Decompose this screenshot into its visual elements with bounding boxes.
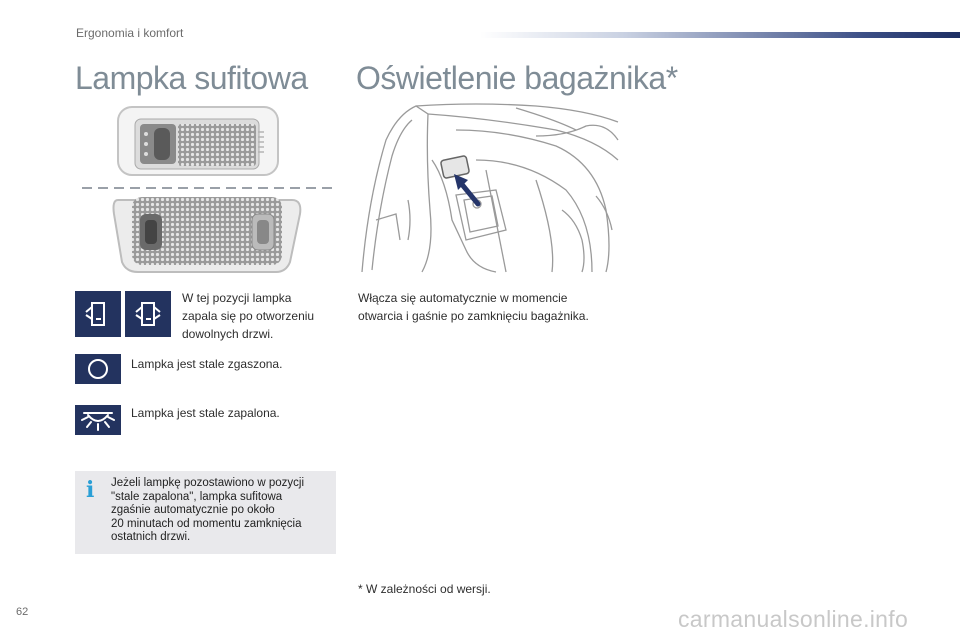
watermark: carmanualsonline.info [678, 606, 909, 632]
section-header: Ergonomia i komfort [76, 26, 184, 40]
mode-door-text: W tej pozycji lampka zapala się po otwor… [182, 291, 315, 341]
header-bar [480, 32, 960, 38]
boot-light-text: Włącza się automatycznie w momencie otwa… [358, 291, 589, 323]
door-open-left-icon [75, 291, 121, 337]
page-number: 62 [16, 606, 29, 618]
boot-light-illustration [361, 103, 619, 273]
lamp-off-icon [75, 354, 121, 384]
mode-off-text: Lampka jest stale zgaszona. [131, 357, 283, 371]
info-text: Jeżeli lampkę pozostawiono w pozycji "st… [111, 477, 305, 543]
info-box [75, 471, 336, 554]
title-ceiling-lamp: Lampka sufitowa [75, 60, 308, 96]
footnote: * W zależności od wersji. [358, 582, 491, 596]
door-open-right-icon [125, 291, 171, 337]
ceiling-lamp-illustration [82, 106, 332, 273]
lamp-on-icon [75, 405, 121, 435]
info-icon: i [86, 477, 95, 503]
title-boot-light: Oświetlenie bagażnika* [356, 60, 678, 96]
mode-on-text: Lampka jest stale zapalona. [131, 406, 280, 420]
